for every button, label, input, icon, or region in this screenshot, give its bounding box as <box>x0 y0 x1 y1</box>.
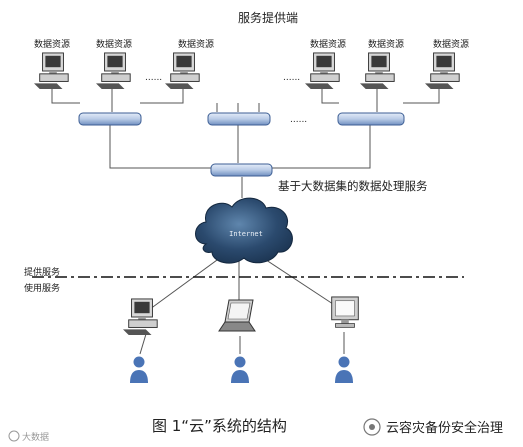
hubs <box>78 112 405 177</box>
users <box>130 356 353 383</box>
monitor-icon <box>331 296 359 328</box>
user-icon <box>130 356 148 383</box>
provide-service-label: 提供服务 <box>24 266 60 278</box>
internet-cloud: Internet <box>195 197 293 264</box>
ellipses: ...... ...... ...... <box>145 73 307 125</box>
hub-center <box>207 112 271 126</box>
corner-mark-text: 大数据 <box>22 431 49 443</box>
hub-left <box>78 112 142 126</box>
resource-label: 数据资源 <box>34 38 70 50</box>
desktop-computer-icon <box>360 52 395 90</box>
resource-label: 数据资源 <box>310 38 346 50</box>
ellipsis-hub: ...... <box>290 115 307 125</box>
cloud-label: Internet <box>229 230 263 238</box>
top-title: 服务提供端 <box>238 10 298 25</box>
cloud-icon <box>195 197 293 264</box>
user-icon <box>335 356 353 383</box>
corner-mark-icon <box>8 430 20 442</box>
big-data-service-label: 基于大数据集的数据处理服务 <box>278 179 428 193</box>
connection-lines <box>51 88 440 355</box>
resource-label: 数据资源 <box>96 38 132 50</box>
desktop-computer-icon <box>165 52 200 90</box>
hub-right <box>337 112 405 126</box>
desktop-computer-icon <box>123 298 158 336</box>
watermark-text: 云容灾备份安全治理 <box>386 420 503 436</box>
figure-caption: 图 1“云”系统的结构 <box>152 417 287 435</box>
resource-label: 数据资源 <box>368 38 404 50</box>
ellipsis-top-right: ...... <box>283 73 300 83</box>
user-icon <box>231 356 249 383</box>
watermark-logo-icon <box>363 418 381 436</box>
resource-labels: 数据资源 数据资源 数据资源 数据资源 数据资源 数据资源 <box>34 38 469 50</box>
data-resource-computers <box>34 52 460 90</box>
desktop-computer-icon <box>425 52 460 90</box>
desktop-computer-icon <box>305 52 340 90</box>
resource-label: 数据资源 <box>433 38 469 50</box>
hub-main <box>210 163 273 177</box>
watermark-logo-dot <box>369 424 375 430</box>
resource-label: 数据资源 <box>178 38 214 50</box>
laptop-icon <box>218 299 256 332</box>
ellipsis-top-left: ...... <box>145 73 162 83</box>
watermark: 云容灾备份安全治理 <box>363 418 503 436</box>
use-service-label: 使用服务 <box>24 282 60 294</box>
desktop-computer-icon <box>34 52 69 90</box>
corner-mark: 大数据 <box>8 430 49 443</box>
desktop-computer-icon <box>96 52 131 90</box>
